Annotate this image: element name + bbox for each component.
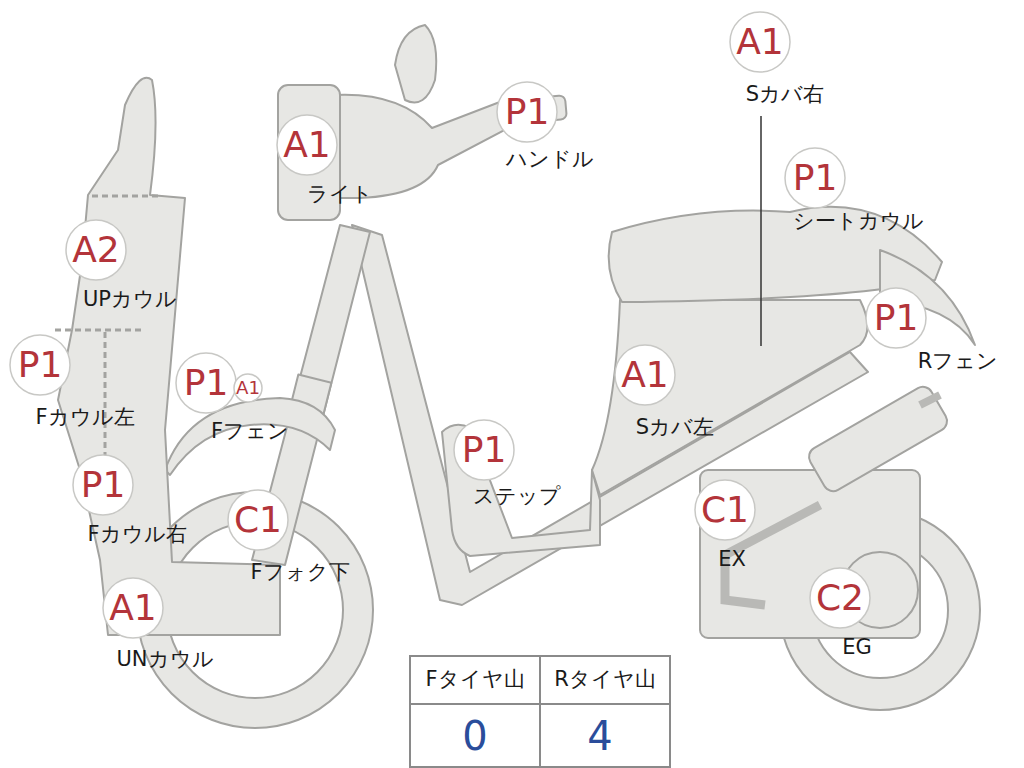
circle-shape: [497, 82, 557, 142]
part-name: Sカバ左: [636, 416, 714, 439]
mirror: [395, 25, 436, 103]
damage-circle: A1ライト: [276, 114, 338, 176]
damage-circle: A1Sカバ左: [614, 344, 676, 406]
circle-shape: [454, 420, 514, 480]
engine: [700, 470, 920, 638]
damage-code: A1: [102, 577, 164, 639]
division-line: [104, 332, 107, 470]
part-name: ステップ: [473, 485, 561, 508]
rear-shock: [805, 383, 950, 495]
table-value: 4: [587, 714, 612, 758]
damage-circle: P1Fカウル右: [72, 454, 134, 516]
part-name: Rフェン: [918, 350, 999, 373]
damage-circle: P1シートカウル: [784, 147, 846, 209]
circle-shape: [810, 568, 870, 628]
damage-code: A1: [276, 114, 338, 176]
circle-shape: [228, 490, 288, 550]
part-name: ライト: [307, 183, 373, 206]
part-name: EX: [718, 548, 746, 571]
circle-shape: [866, 288, 926, 348]
circle-shape: [615, 345, 675, 405]
damage-circle: P1ステップ: [453, 419, 515, 481]
circle-shape: [695, 480, 755, 540]
part-name: Fカウル左: [35, 406, 134, 429]
damage-circle: C2EG: [809, 567, 871, 629]
division-line: [92, 195, 158, 198]
table-frame: [410, 656, 670, 767]
step-board: [442, 425, 600, 556]
circle-shape: [277, 115, 337, 175]
damage-code: P1: [784, 147, 846, 209]
damage-code: A1: [233, 373, 263, 403]
shock-rod: [920, 395, 940, 405]
part-name: Fフォク下: [250, 561, 349, 584]
damage-code: P1: [175, 352, 237, 414]
part-name: UNカウル: [116, 648, 213, 671]
damage-code: P1: [865, 287, 927, 349]
damage-code: C1: [227, 489, 289, 551]
part-name: Fカウル右: [87, 523, 186, 546]
circle-shape: [10, 335, 70, 395]
damage-circle: C1EX: [694, 479, 756, 541]
damage-circle: P1Rフェン: [865, 287, 927, 349]
circle-shape: [103, 578, 163, 638]
part-name: ハンドル: [506, 148, 594, 171]
circle-shape: [234, 374, 262, 402]
division-line: [55, 329, 142, 332]
damage-circle: A1UNカウル: [102, 577, 164, 639]
damage-circle: A1: [233, 373, 263, 403]
circle-shape: [73, 455, 133, 515]
part-name: UPカウル: [83, 288, 177, 311]
damage-code: A1: [729, 11, 791, 73]
table-header: Rタイヤ山: [554, 668, 656, 691]
damage-code: P1: [453, 419, 515, 481]
damage-circle: P1ハンドル: [496, 81, 558, 143]
circle-shape: [66, 220, 126, 280]
table-header: Fタイヤ山: [425, 668, 524, 691]
damage-code: C2: [809, 567, 871, 629]
damage-circle: C1Fフォク下: [227, 489, 289, 551]
damage-code: C1: [694, 479, 756, 541]
circle-shape: [785, 148, 845, 208]
damage-circle: A2UPカウル: [65, 219, 127, 281]
part-name: EG: [842, 636, 872, 659]
part-name: シートカウル: [793, 210, 924, 233]
circle-shape: [176, 353, 236, 413]
part-name: Fフェン: [211, 420, 289, 443]
table-value: 0: [462, 714, 487, 758]
damage-code: P1: [496, 81, 558, 143]
damage-code: P1: [72, 454, 134, 516]
front-cowl: [58, 78, 280, 635]
circle-shape: [730, 12, 790, 72]
damage-code: A2: [65, 219, 127, 281]
damage-code: A1: [614, 344, 676, 406]
damage-circle: P1Fカウル左: [9, 334, 71, 396]
part-name: Sカバ右: [746, 83, 824, 106]
damage-code: P1: [9, 334, 71, 396]
table-rule: [539, 656, 541, 767]
damage-circle: P1Fフェン: [175, 352, 237, 414]
leader-line: [760, 116, 762, 346]
damage-circle: A1Sカバ右: [729, 11, 791, 73]
